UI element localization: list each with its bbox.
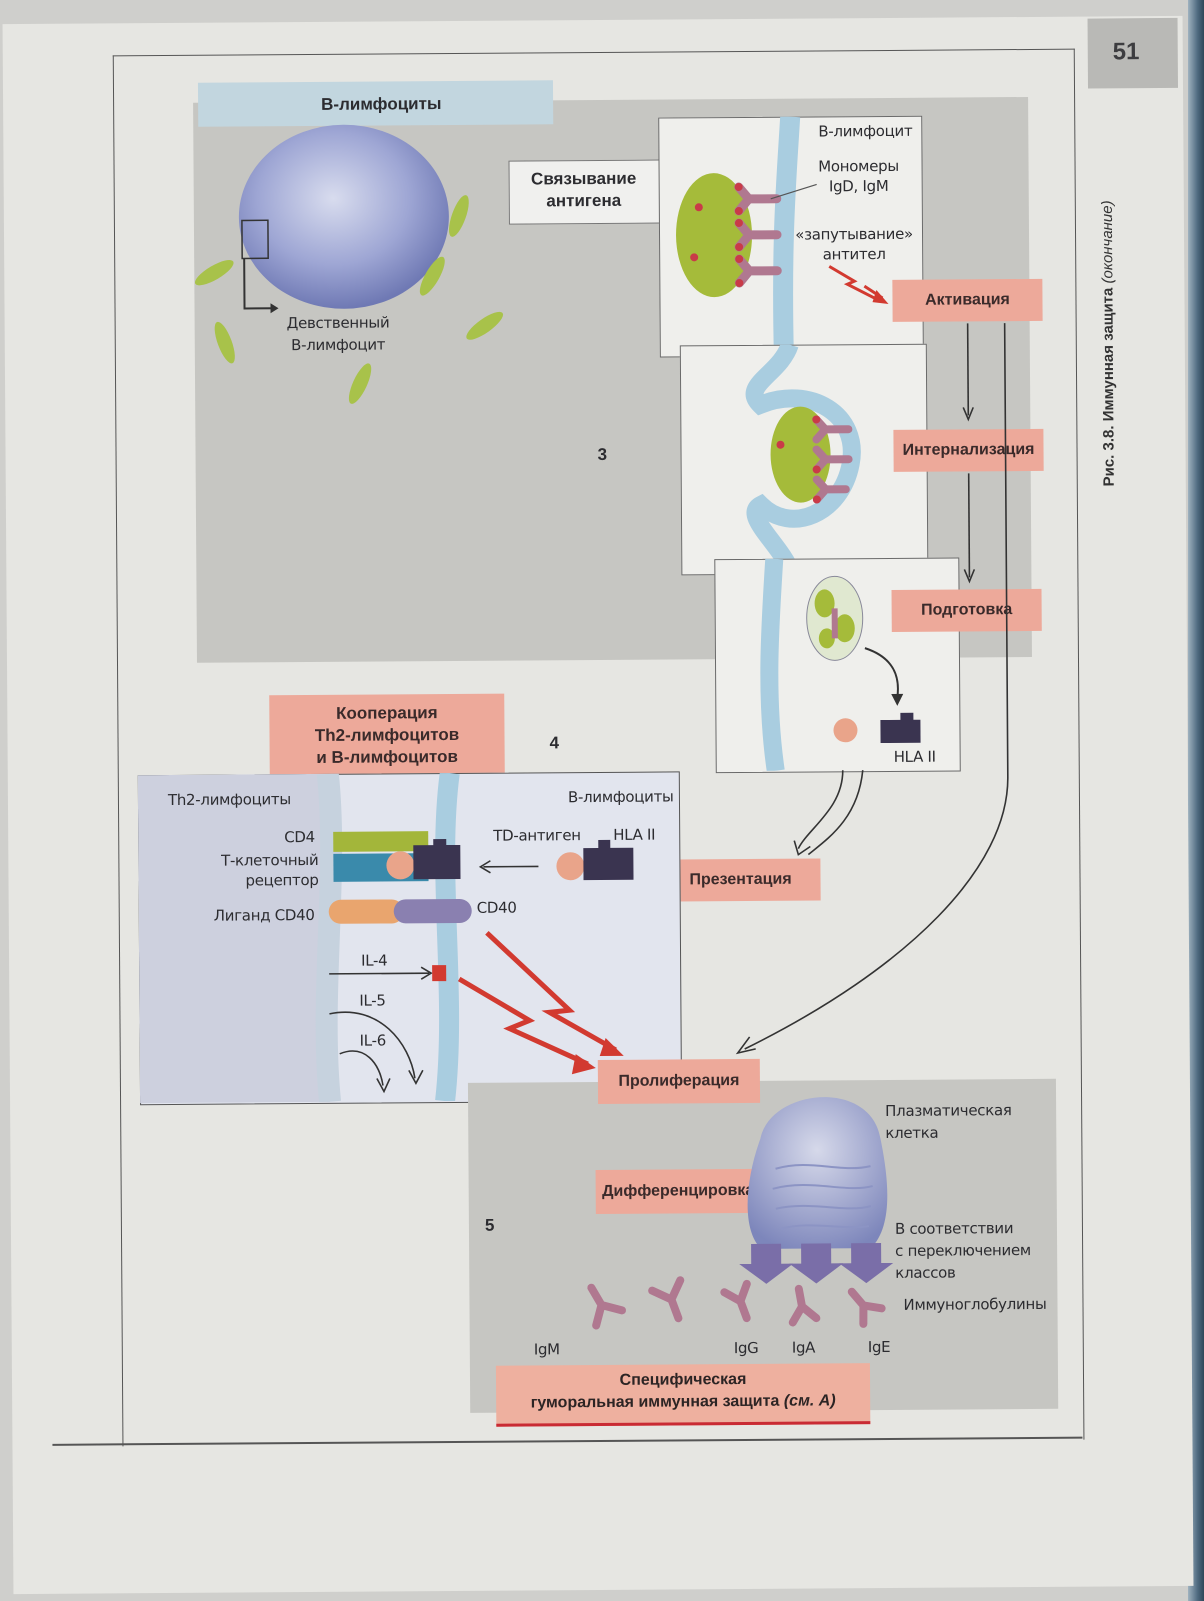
naive-b-cell-illustration [194, 124, 504, 404]
ige-antibody [847, 1287, 886, 1328]
antigen-fragments [814, 589, 855, 649]
naive-b-cell-body [238, 124, 449, 309]
th2-membrane [315, 772, 343, 1103]
cd40 [393, 898, 472, 924]
igm-label: IgM [533, 1340, 560, 1359]
zoom-pointer [243, 258, 275, 310]
iga-antibody [788, 1284, 821, 1327]
il4-signal [457, 976, 589, 1067]
processing-arrow [864, 647, 899, 699]
il4-arrow [329, 972, 430, 975]
il4-receptor [432, 965, 447, 982]
monomer-pointer [770, 183, 817, 200]
bacterium-1 [448, 195, 469, 237]
td-antigen [556, 852, 585, 881]
b-cell-membrane-3 [760, 558, 785, 772]
humoral-defense-ref: (см. А) [783, 1392, 836, 1410]
igg-label: IgG [733, 1338, 759, 1358]
zoom-square [241, 219, 269, 260]
igm-antibody-2 [648, 1276, 685, 1323]
th2-cell-body [137, 773, 332, 1104]
bacterium-4 [214, 321, 235, 364]
cd40-signal [485, 930, 617, 1053]
b-cell-membrane-4 [435, 771, 460, 1103]
cooperation-illustration [137, 771, 634, 1104]
cd4-molecule [333, 831, 429, 852]
crosslink-zigzag [828, 265, 876, 300]
bacterium-2 [194, 260, 234, 286]
bacterium-6 [348, 363, 372, 404]
book-page: 51 Рис. 3.8. Иммунная защита (окончание)… [2, 15, 1194, 1595]
tcr-peptide [386, 851, 415, 880]
b-cell-membrane-1 [773, 116, 801, 355]
activation-signal-arrows [457, 930, 624, 1075]
hla-ii-molecule [880, 712, 921, 744]
antibodies-illustration [587, 1276, 886, 1330]
cd40-ligand [328, 899, 404, 924]
ige-label: IgE [867, 1337, 891, 1357]
il6-arrow [339, 1050, 384, 1086]
epitopes-1 [690, 183, 744, 288]
secretion-arrows [739, 1243, 894, 1284]
humoral-defense-main: Специфическая гуморальная иммунная защит… [530, 1370, 780, 1412]
bacterium-5 [466, 311, 504, 340]
plasma-cell-illustration [739, 1097, 894, 1284]
plasma-cell-body [747, 1097, 888, 1249]
immunoglobulins-label: Иммуноглобулины [903, 1294, 1047, 1314]
class-switch-label: В соответствии с переключением классов [894, 1219, 1031, 1282]
peptide [833, 718, 858, 743]
igm-antibody-1 [587, 1283, 627, 1330]
humoral-defense-label: Специфическая гуморальная иммунная защит… [496, 1368, 870, 1415]
plasma-cell-label: Плазматическая клетка [885, 1101, 1012, 1143]
il5-arrow [329, 1011, 416, 1079]
book-spine [1188, 0, 1204, 1601]
hla-ii-bound [413, 839, 461, 880]
preparation-illustration [760, 558, 921, 772]
hla-ii-free [583, 839, 634, 881]
b-cell-membrane-2 [745, 343, 861, 574]
internalization-illustration [745, 343, 861, 574]
binding-step-illustration [676, 116, 876, 355]
section5-number: 5 [484, 1215, 495, 1235]
bacterium-3 [419, 256, 445, 296]
igg-antibody [720, 1279, 751, 1323]
antigen-particle-1 [676, 173, 753, 298]
iga-label: IgA [791, 1338, 816, 1357]
